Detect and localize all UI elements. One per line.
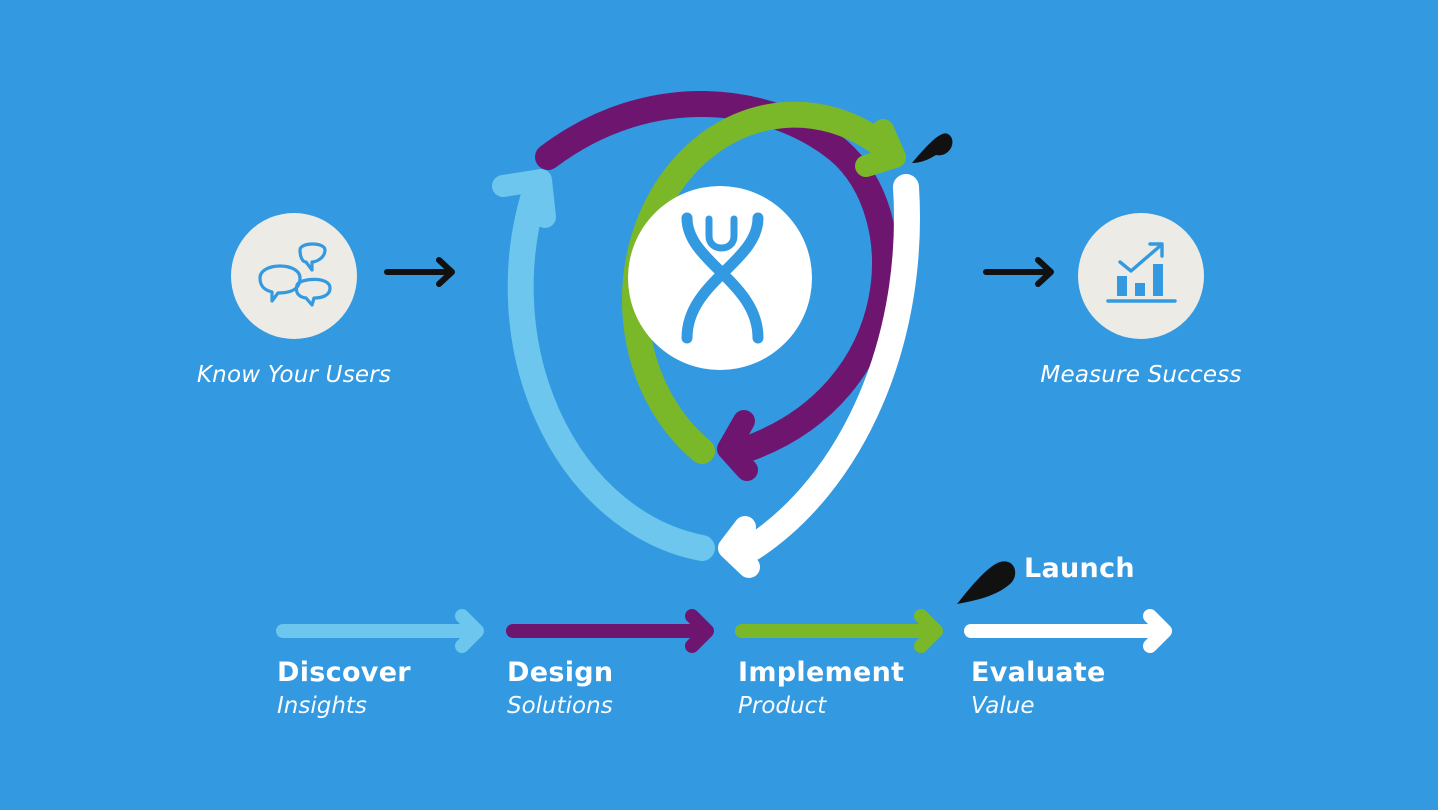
- stage-evaluate: Evaluate Value: [971, 656, 1106, 722]
- design-cycle-arc: [535, 90, 898, 461]
- stage-subtitle: Insights: [277, 693, 367, 719]
- chat-bubbles-icon: [231, 213, 357, 339]
- know-your-users-label: Know Your Users: [196, 362, 392, 388]
- launch-label: Launch: [1024, 553, 1135, 584]
- bar-chart-trend-icon: [1078, 213, 1204, 339]
- stage-subtitle: Solutions: [507, 693, 613, 719]
- discover-cycle-arrowhead: [492, 169, 556, 228]
- stage-title: Discover: [277, 657, 411, 688]
- evaluate-cycle-arc: [739, 174, 920, 561]
- stage-subtitle: Product: [738, 693, 827, 719]
- implement-arrow-icon: [735, 609, 943, 653]
- stage-title: Implement: [738, 657, 905, 688]
- discover-cycle-arc: [507, 170, 715, 561]
- implement-cycle-arrowhead: [855, 119, 906, 177]
- cycle-arrows: [492, 90, 920, 578]
- discover-arrow-icon: [276, 609, 484, 653]
- rocket-drop-icon: [957, 561, 1016, 604]
- output-arrow-icon: [983, 257, 1054, 287]
- stage-subtitle: Value: [971, 693, 1035, 719]
- stage-title: Evaluate: [971, 657, 1106, 688]
- stage-title: Design: [507, 657, 614, 688]
- stage-discover: Discover Insights: [277, 656, 411, 722]
- ux-helix-logo-icon: [628, 186, 812, 370]
- stage-arrows: [276, 609, 1172, 653]
- measure-success-label: Measure Success: [1040, 362, 1242, 388]
- stage-design: Design Solutions: [507, 656, 613, 722]
- design-arrow-icon: [506, 609, 714, 653]
- design-cycle-arrowhead: [717, 410, 758, 481]
- evaluate-cycle-arrowhead: [718, 516, 760, 578]
- input-arrow-icon: [384, 257, 455, 287]
- stage-implement: Implement Product: [738, 656, 904, 722]
- cycle-rocket-drop-icon: [912, 133, 953, 163]
- evaluate-arrow-icon: [964, 609, 1172, 653]
- implement-cycle-arc: [622, 101, 900, 464]
